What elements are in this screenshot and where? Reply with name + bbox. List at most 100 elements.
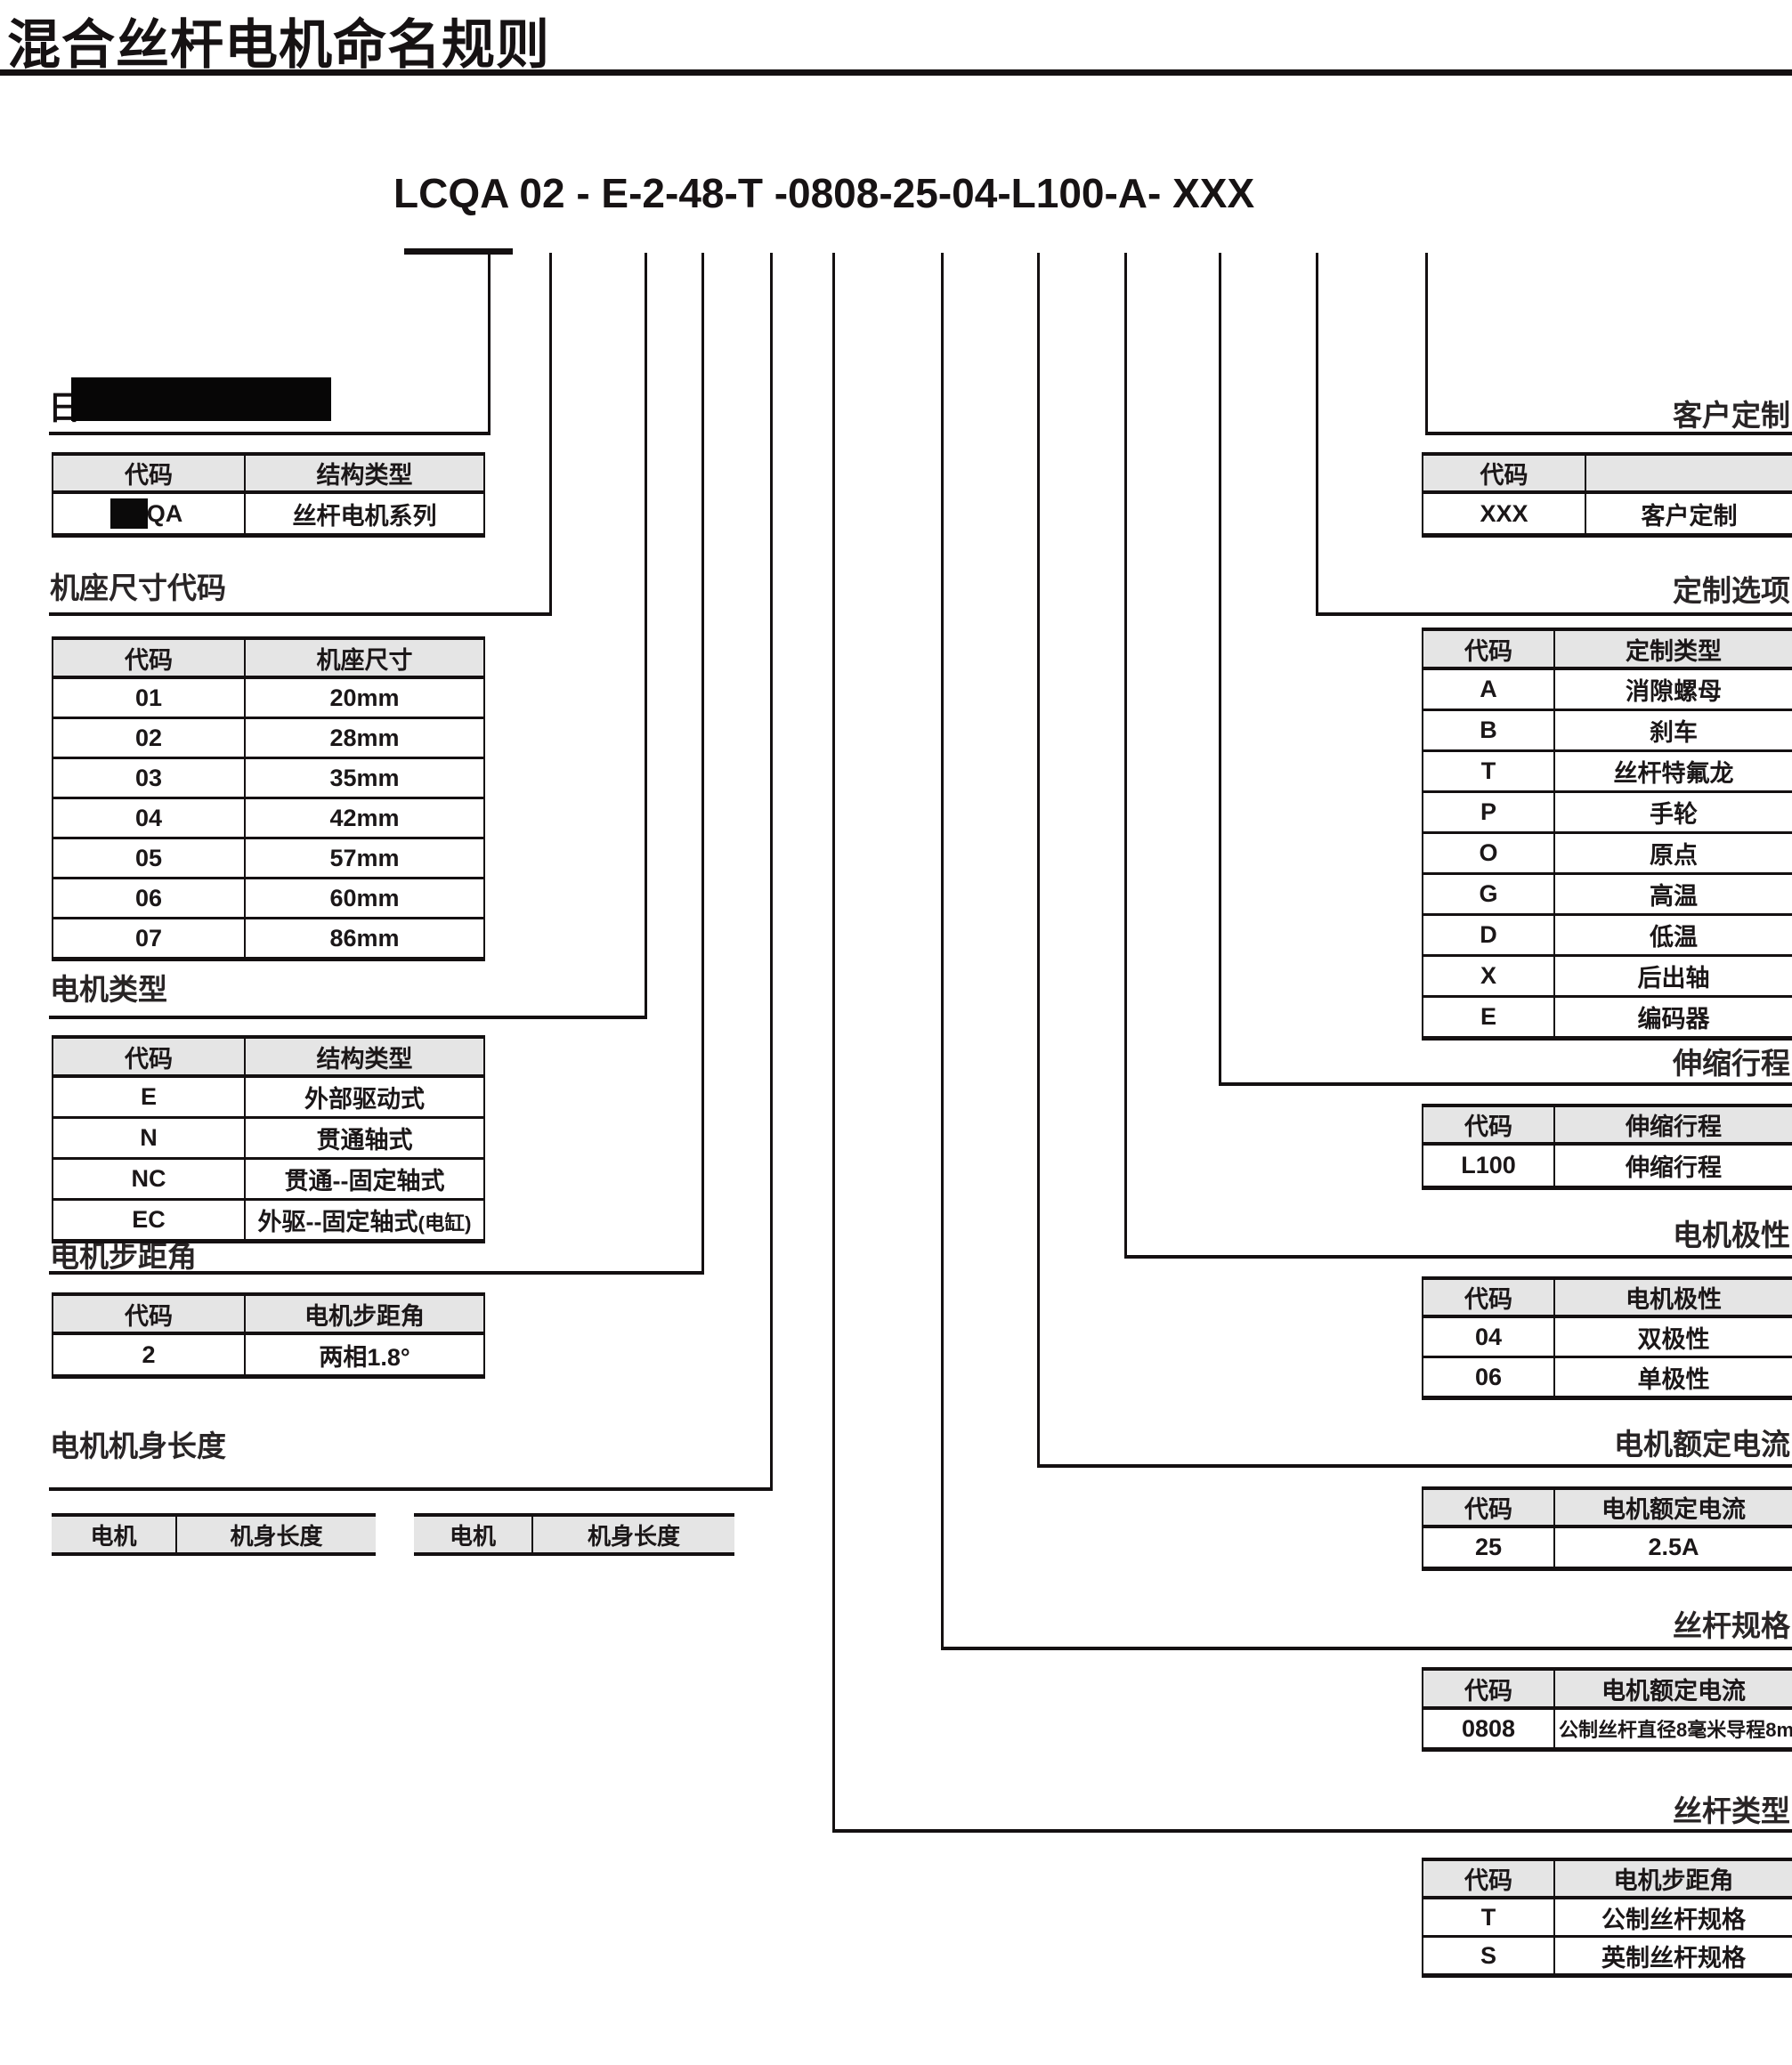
code-cell: S [1423,1936,1555,1976]
section-underline-screw-spec [941,1647,1792,1650]
column-header-value: 电机步距角 [245,1294,484,1335]
title-divider [0,69,1792,76]
code-cell: 03 [53,757,246,799]
value-cell: 伸缩行程 [1626,1154,1722,1181]
redaction-bar [110,498,149,530]
connector-vline-frame-size [549,253,552,616]
code-cell: 05 [53,838,246,879]
section-underline-stroke [1219,1082,1792,1086]
page-title: 混合丝杆电机命名规则 [7,15,550,75]
connector-vline-stroke [1219,253,1221,1086]
connector-vline-polarity [1124,253,1127,1259]
column-header-value [1585,454,1792,494]
value-cell: 20mm [245,677,484,719]
value-cell: 英制丝杆规格 [1601,1944,1746,1972]
value-cell: 手轮 [1554,791,1792,834]
connector-vline-rated-current [1037,253,1040,1468]
value-cell: 35mm [245,757,484,799]
table-row: 25 2.5A [1423,1526,1792,1569]
section-underline-custom-options [1316,612,1792,616]
section-label-custom-options: 定制选项 [1673,574,1790,607]
value-cell: 低温 [1554,914,1792,957]
column-header-value: 电机步距角 [1554,1859,1792,1899]
column-header-code: 代码 [53,1037,246,1078]
value-cell: 86mm [329,924,400,952]
code-cell: O [1423,832,1555,875]
section-label-polarity: 电机极性 [1673,1219,1790,1251]
value-cell: 两相1.8° [319,1343,410,1371]
section-underline-screw-type [832,1829,1792,1833]
table-row: LCQA 丝杆电机系列 [53,492,484,536]
value-cell: 42mm [245,798,484,839]
column-header-value: 电机极性 [1554,1278,1792,1318]
table-body-length-right: 电机机身长度 [414,1513,734,1556]
connector-vline-screw-spec [941,253,944,1650]
code-cell: LCQA [53,492,246,536]
column-header-code: 代码 [1423,1488,1555,1528]
table-body-length-left: 电机机身长度 [52,1513,376,1556]
value-cell: 后出轴 [1554,955,1792,998]
code-cell: X [1423,955,1555,998]
value-cell: 原点 [1554,832,1792,875]
part-number: LCQA 02 - E-2-48-T -0808-25-04-L100-A- X… [393,170,1255,216]
code-cell: XXX [1423,492,1586,536]
code-cell: G [1423,873,1555,916]
code-cell: A [1423,668,1555,711]
column-header-value: 机座尺寸 [245,638,484,679]
code-cell: L100 [1423,1144,1555,1188]
value-cell: 外驱--固定轴式(电缸) [257,1209,472,1235]
code-cell: 25 [1423,1526,1555,1569]
section-underline-customer-custom [1425,432,1792,435]
column-header-code: 代码 [1423,1278,1555,1318]
part-number-underline [404,248,513,255]
value-cell: 公制丝杆规格 [1554,1898,1792,1938]
section-label-frame-size: 机座尺寸代码 [50,571,226,604]
code-cell: T [1423,750,1555,793]
section-label-screw-type: 丝杆类型 [1673,1794,1790,1827]
column-header-value: 结构类型 [245,454,484,494]
column-header-length: 机身长度 [176,1515,376,1556]
table-row: EC 外驱--固定轴式(电缸) [53,1199,484,1242]
code-cell: T [1423,1898,1555,1938]
value-cell: 客户定制 [1641,502,1738,530]
column-header-code: 代码 [53,638,246,679]
code-cell: 06 [53,878,246,919]
table-row: S 英制丝杆规格 [1423,1936,1792,1976]
column-header-code: 代码 [1423,629,1555,670]
cell-note: (电缸) [418,1212,472,1235]
value-cell: 丝杆电机系列 [292,502,437,530]
section-label-body-length: 电机机身长度 [50,1429,226,1462]
section-label-rated-current: 电机额定电流 [1614,1428,1790,1461]
column-header-value: 电机额定电流 [1554,1488,1792,1528]
column-header-length: 机身长度 [532,1515,734,1556]
table-row: L100 伸缩行程 [1423,1144,1792,1188]
section-underline-frame-size [49,612,552,616]
value-cell: 2.5A [1648,1534,1699,1560]
section-underline-step-angle [49,1271,704,1275]
table-row: 2 两相1.8° [53,1333,484,1377]
code-cell: 2 [53,1333,246,1377]
value-cell: 贯通轴式 [245,1117,484,1160]
connector-vline-custom-options [1316,253,1318,616]
value-cell: 外部驱动式 [245,1076,484,1119]
section-label-screw-spec: 丝杆规格 [1673,1609,1790,1642]
code-cell: EC [53,1199,246,1242]
section-label-customer-custom: 客户定制 [1673,399,1790,432]
column-header-code: 代码 [1423,1105,1555,1146]
